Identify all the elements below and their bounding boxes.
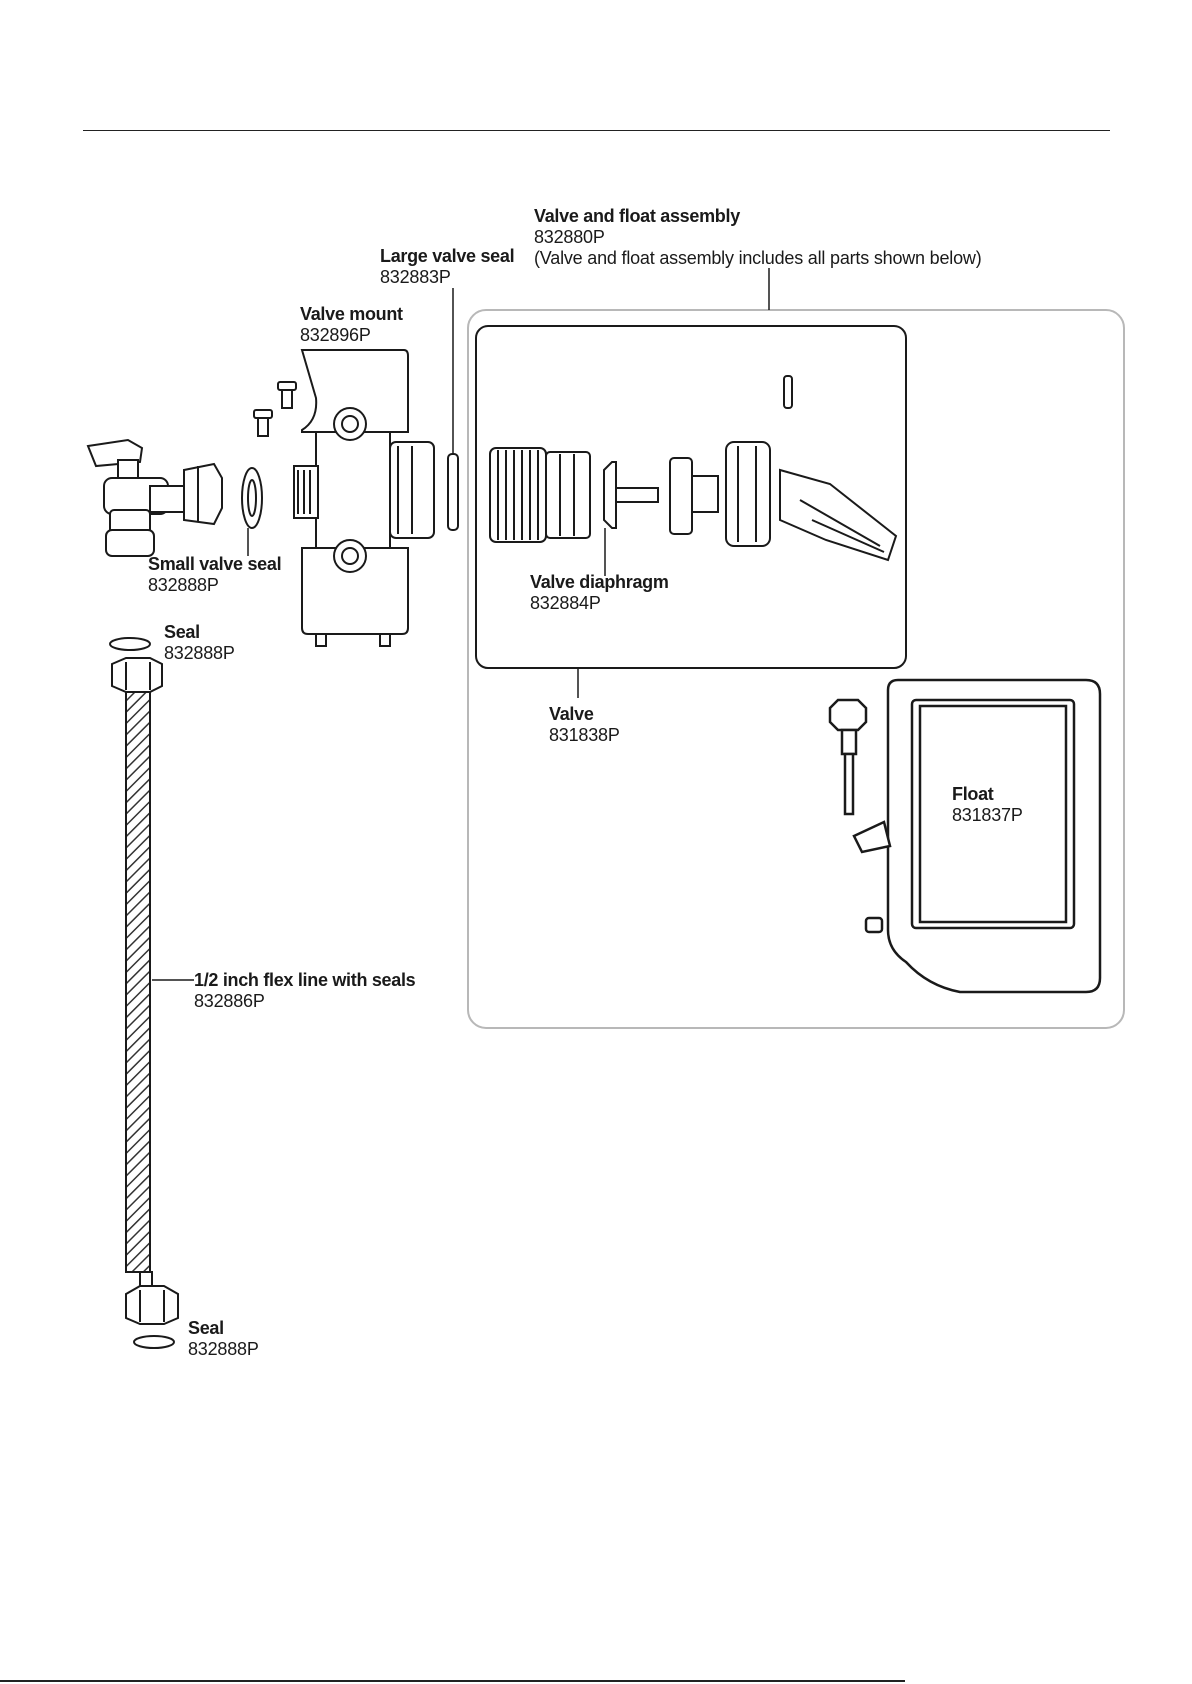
valve-internals-drawing: [490, 376, 896, 560]
flex-line-name: 1/2 inch flex line with seals: [194, 970, 415, 991]
seal-bottom-callout: Seal 832888P: [188, 1318, 259, 1360]
small-valve-seal-drawing: [242, 468, 262, 528]
float-name: Float: [952, 784, 1023, 805]
flex-line-part: 832886P: [194, 991, 415, 1012]
footer-rule: [0, 1680, 905, 1682]
diaphragm-part: 832884P: [530, 593, 669, 614]
valve-mount-part: 832896P: [300, 325, 403, 346]
flex-line-callout: 1/2 inch flex line with seals 832886P: [194, 970, 415, 1012]
flex-line-drawing: [110, 638, 178, 1348]
valve-mount-callout: Valve mount 832896P: [300, 304, 403, 346]
large-seal-part: 832883P: [380, 267, 514, 288]
seal-bottom-part: 832888P: [188, 1339, 259, 1360]
seal-top-name: Seal: [164, 622, 235, 643]
large-seal-name: Large valve seal: [380, 246, 514, 267]
assembly-callout: Valve and float assembly 832880P (Valve …: [534, 206, 982, 269]
diaphragm-callout: Valve diaphragm 832884P: [530, 572, 669, 614]
assembly-name: Valve and float assembly: [534, 206, 982, 227]
float-callout: Float 831837P: [952, 784, 1023, 826]
large-seal-callout: Large valve seal 832883P: [380, 246, 514, 288]
float-drawing: [830, 680, 1100, 992]
assembly-note: (Valve and float assembly includes all p…: [534, 248, 982, 269]
valve-part: 831838P: [549, 725, 620, 746]
valve-callout: Valve 831838P: [549, 704, 620, 746]
seal-top-callout: Seal 832888P: [164, 622, 235, 664]
seal-bottom-name: Seal: [188, 1318, 259, 1339]
valve-name: Valve: [549, 704, 620, 725]
assembly-part: 832880P: [534, 227, 982, 248]
small-seal-name: Small valve seal: [148, 554, 281, 575]
small-seal-callout: Small valve seal 832888P: [148, 554, 281, 596]
shutoff-valve-drawing: [88, 440, 222, 556]
seal-top-part: 832888P: [164, 643, 235, 664]
float-part: 831837P: [952, 805, 1023, 826]
diaphragm-name: Valve diaphragm: [530, 572, 669, 593]
mount-screws-drawing: [254, 382, 296, 436]
valve-mount-name: Valve mount: [300, 304, 403, 325]
large-valve-seal-drawing: [448, 454, 458, 530]
valve-mount-drawing: [294, 350, 434, 646]
small-seal-part: 832888P: [148, 575, 281, 596]
